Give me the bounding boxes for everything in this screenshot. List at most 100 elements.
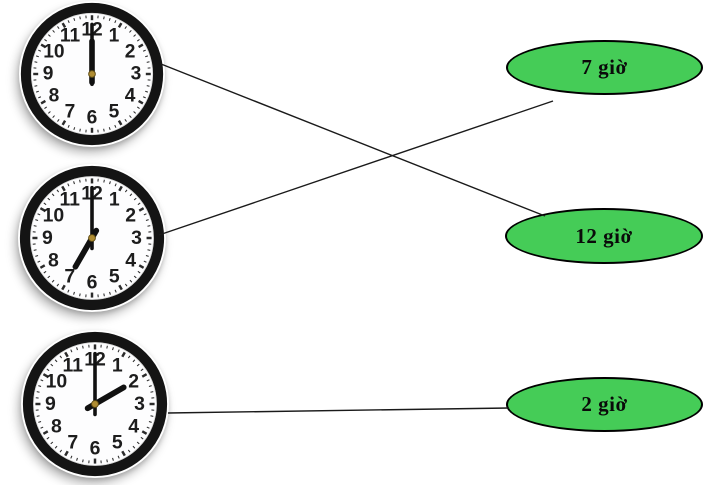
answer-label-7-gio: 7 giờ xyxy=(581,55,628,79)
minute-tick xyxy=(51,193,55,197)
minute-tick xyxy=(67,124,70,128)
minute-tick xyxy=(133,111,137,114)
minute-tick xyxy=(70,349,73,353)
minute-tick xyxy=(145,55,149,58)
clock-rim xyxy=(22,331,168,477)
minute-tick xyxy=(46,368,50,372)
minute-tick xyxy=(54,359,58,363)
minute-tick xyxy=(124,189,128,193)
hour-tick xyxy=(141,373,148,378)
hour-tick xyxy=(117,119,123,126)
minute-tick xyxy=(147,225,151,227)
clock-numeral-10: 10 xyxy=(43,205,65,227)
minute-tick xyxy=(40,426,44,429)
minute-tick xyxy=(73,127,76,131)
minute-tick xyxy=(36,415,40,417)
clock-numeral-1: 1 xyxy=(109,25,120,46)
answer-oval-2-gio[interactable]: 2 giờ xyxy=(506,377,703,432)
minute-tick xyxy=(35,255,39,257)
minute-tick xyxy=(133,197,137,201)
clock-numeral-11: 11 xyxy=(62,354,83,376)
hour-tick xyxy=(42,373,49,378)
hour-tick xyxy=(138,207,145,212)
minute-tick xyxy=(106,345,108,349)
clock-numeral-11: 11 xyxy=(59,188,80,210)
minute-tick xyxy=(140,368,144,372)
minute-tick xyxy=(150,391,154,393)
minute-tick xyxy=(34,61,38,63)
minute-tick xyxy=(44,106,48,109)
hour-tick xyxy=(137,99,144,105)
minute-tick xyxy=(146,426,150,429)
minute-tick xyxy=(57,118,60,122)
clock-numeral-1: 1 xyxy=(109,188,120,210)
answer-oval-12-gio[interactable]: 12 giờ xyxy=(505,208,703,264)
minute-tick xyxy=(108,17,111,21)
minute-tick xyxy=(67,20,70,24)
minute-tick xyxy=(147,249,151,251)
minute-tick xyxy=(117,349,120,353)
minute-tick xyxy=(133,275,137,279)
minute-tick xyxy=(33,225,37,227)
minute-tick xyxy=(47,275,51,279)
minute-tick xyxy=(124,283,128,287)
minute-tick xyxy=(36,391,40,393)
hour-tick xyxy=(141,430,148,435)
clock-numeral-5: 5 xyxy=(112,432,123,454)
clock-numeral-11: 11 xyxy=(60,25,81,46)
minute-tick xyxy=(79,179,81,183)
minute-tick xyxy=(146,85,150,87)
minute-tick xyxy=(136,39,140,42)
center-pin xyxy=(88,234,96,242)
clock-numeral-5: 5 xyxy=(109,266,120,288)
answer-oval-7-gio[interactable]: 7 giờ xyxy=(506,40,703,95)
minute-tick xyxy=(109,181,111,185)
minute-tick xyxy=(146,379,150,382)
minute-tick xyxy=(114,183,117,187)
minute-tick xyxy=(103,128,105,132)
minute-tick xyxy=(44,39,48,42)
minute-tick xyxy=(47,197,51,201)
minute-tick xyxy=(73,181,75,185)
clock-numeral-7: 7 xyxy=(64,266,75,288)
minute-tick xyxy=(127,449,131,453)
clock-inner-ring xyxy=(30,12,154,136)
hour-tick xyxy=(40,43,47,49)
hour-tick xyxy=(64,450,69,457)
minute-tick xyxy=(137,202,141,206)
clock-inner-ring xyxy=(30,176,154,300)
minute-tick xyxy=(34,85,38,87)
clock-numeral-3: 3 xyxy=(131,64,142,85)
minute-tick xyxy=(50,441,54,445)
minute-tick xyxy=(67,289,70,293)
hour-tick xyxy=(40,99,47,105)
minute-tick xyxy=(35,55,39,58)
hour-tick xyxy=(118,185,123,192)
connection-clock-2-to-answer-7-gio xyxy=(158,100,554,236)
connection-clock-3-to-answer-2-gio xyxy=(167,407,510,414)
clock-numeral-6: 6 xyxy=(90,438,101,460)
minute-tick xyxy=(59,355,63,359)
minute-tick xyxy=(57,26,60,30)
minute-tick xyxy=(35,90,39,93)
hour-tick xyxy=(138,264,145,269)
hour-tick xyxy=(117,22,123,29)
minute-tick xyxy=(143,213,147,216)
minute-tick xyxy=(127,355,131,359)
minute-tick xyxy=(38,385,42,387)
minute-tick xyxy=(73,291,75,295)
minute-tick xyxy=(133,34,137,37)
minute-tick xyxy=(47,111,51,114)
minute-tick xyxy=(40,379,44,382)
minute-tick xyxy=(142,49,146,52)
hour-tick xyxy=(137,43,144,49)
minute-tick xyxy=(124,118,127,122)
minute-tick xyxy=(106,459,108,463)
minute-tick xyxy=(56,189,60,193)
minute-tick xyxy=(103,179,105,183)
